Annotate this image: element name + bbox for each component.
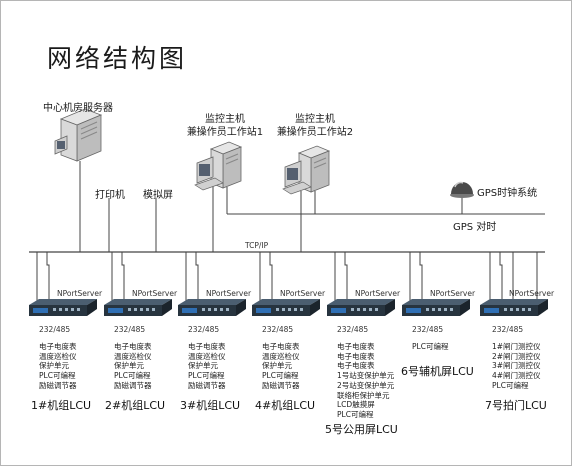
device-item: 4#闸门测控仪 — [492, 371, 541, 381]
device-item: 励磁调节器 — [114, 380, 152, 390]
nport-label-2: NPortServer — [132, 289, 178, 298]
device-item: 温度巡检仪 — [114, 351, 152, 361]
device-item: 励磁调节器 — [262, 380, 300, 390]
switch-icon-7 — [480, 299, 548, 316]
nport-label-3: NPortServer — [206, 289, 252, 298]
port-label-2: 232/485 — [114, 325, 146, 334]
device-item: 温度巡检仪 — [262, 351, 300, 361]
printer-label: 打印机 — [95, 190, 125, 201]
port-label-3: 232/485 — [188, 325, 220, 334]
device-list-4: 电子电度表 温度巡检仪 保护单元 PLC可编程 励磁调节器 — [262, 342, 300, 391]
workstation-2-icon — [282, 145, 331, 195]
nport-label-7: NPortServer — [509, 289, 555, 298]
workstation-1-label: 监控主机 兼操作员工作站1 — [181, 113, 269, 139]
device-item: 保护单元 — [188, 361, 218, 371]
page-title: 网络结构图 — [47, 44, 188, 73]
device-list-1: 电子电度表 温度巡检仪 保护单元 PLC可编程 励磁调节器 — [39, 342, 77, 391]
nport-label-1: NPortServer — [57, 289, 103, 298]
nport-label-6: NPortServer — [430, 289, 476, 298]
device-item: PLC可编程 — [188, 371, 225, 381]
device-item: PLC可编程 — [39, 371, 76, 381]
device-item: 2#闸门测控仪 — [492, 351, 541, 361]
port-label-6: 232/485 — [412, 325, 444, 334]
device-item: 1#闸门测控仪 — [492, 342, 541, 351]
device-list-7: 1#闸门测控仪 2#闸门测控仪 3#闸门测控仪 4#闸门测控仪 PLC可编程 — [492, 342, 541, 391]
device-item: PLC可编程 — [262, 371, 299, 381]
device-list-5: 电子电度表 电子电度表 电子电度表 1号站变保护单元 2号站变保护单元 联络柜保… — [337, 342, 394, 420]
port-label-7: 232/485 — [492, 325, 524, 334]
switch-icon-3 — [178, 299, 246, 316]
device-item: 保护单元 — [114, 361, 144, 371]
gps-sync-label: GPS 对时 — [453, 222, 497, 233]
unit-name-3: 3#机组LCU — [180, 399, 241, 412]
device-item: 温度巡检仪 — [39, 351, 77, 361]
workstation-2-label: 监控主机 兼操作员工作站2 — [271, 113, 359, 139]
device-item: 保护单元 — [262, 361, 292, 371]
unit-name-5: 5号公用屏LCU — [325, 423, 398, 436]
device-item: 3#闸门测控仪 — [492, 361, 541, 371]
device-item: PLC可编程 — [337, 409, 374, 419]
tcpip-label: TCP/IP — [245, 241, 269, 250]
device-item: 电子电度表 — [39, 342, 77, 351]
unit-name-1: 1#机组LCU — [31, 399, 92, 412]
simulator-screen-label: 模拟屏 — [143, 190, 173, 201]
workstation-2-line-2: 兼操作员工作站2 — [276, 127, 354, 138]
device-item: LCD触摸屏 — [337, 400, 375, 410]
center-server-label: 中心机房服务器 — [43, 103, 113, 114]
gps-system-label: GPS时钟系统 — [477, 188, 538, 199]
workstation-1-icon — [194, 141, 243, 191]
device-item: 电子电度表 — [337, 342, 375, 351]
device-item: 电子电度表 — [188, 342, 226, 351]
device-item: 电子电度表 — [114, 342, 152, 351]
device-item: 电子电度表 — [337, 361, 375, 371]
device-item: PLC可编程 — [114, 371, 151, 381]
switch-icon-5 — [327, 299, 395, 316]
device-list-2: 电子电度表 温度巡检仪 保护单元 PLC可编程 励磁调节器 — [114, 342, 152, 391]
nport-label-4: NPortServer — [280, 289, 326, 298]
device-item: PLC可编程 — [492, 380, 529, 390]
workstation-1-line-1: 监控主机 — [205, 114, 245, 125]
center-server-icon — [54, 108, 103, 162]
device-item: 电子电度表 — [262, 342, 300, 351]
gps-icon — [450, 181, 474, 198]
device-list-3: 电子电度表 温度巡检仪 保护单元 PLC可编程 励磁调节器 — [188, 342, 226, 391]
device-item: 1号站变保护单元 — [337, 371, 395, 381]
unit-name-6: 6号辅机屏LCU — [401, 365, 474, 378]
port-label-1: 232/485 — [39, 325, 71, 334]
device-item: 励磁调节器 — [39, 380, 77, 390]
device-item: 励磁调节器 — [188, 380, 226, 390]
device-item: 电子电度表 — [337, 351, 375, 361]
device-item: 联络柜保护单元 — [337, 390, 390, 400]
nport-label-5: NPortServer — [355, 289, 401, 298]
port-label-5: 232/485 — [337, 325, 369, 334]
unit-drops — [36, 252, 538, 301]
device-item: PLC可编程 — [412, 342, 449, 351]
unit-name-2: 2#机组LCU — [105, 399, 166, 412]
device-item: 保护单元 — [39, 361, 69, 371]
switch-icon-2 — [104, 299, 172, 316]
unit-name-7: 7号拍门LCU — [485, 399, 547, 412]
port-label-4: 232/485 — [262, 325, 294, 334]
switch-icon-4 — [252, 299, 320, 316]
unit-name-4: 4#机组LCU — [255, 399, 316, 412]
device-list-6: PLC可编程 — [412, 342, 448, 352]
workstation-2-line-1: 监控主机 — [295, 114, 335, 125]
device-item: 温度巡检仪 — [188, 351, 226, 361]
switch-icon-1 — [29, 299, 97, 316]
workstation-1-line-2: 兼操作员工作站1 — [186, 127, 264, 138]
switch-icon-6 — [402, 299, 470, 316]
device-item: 2号站变保护单元 — [337, 380, 395, 390]
